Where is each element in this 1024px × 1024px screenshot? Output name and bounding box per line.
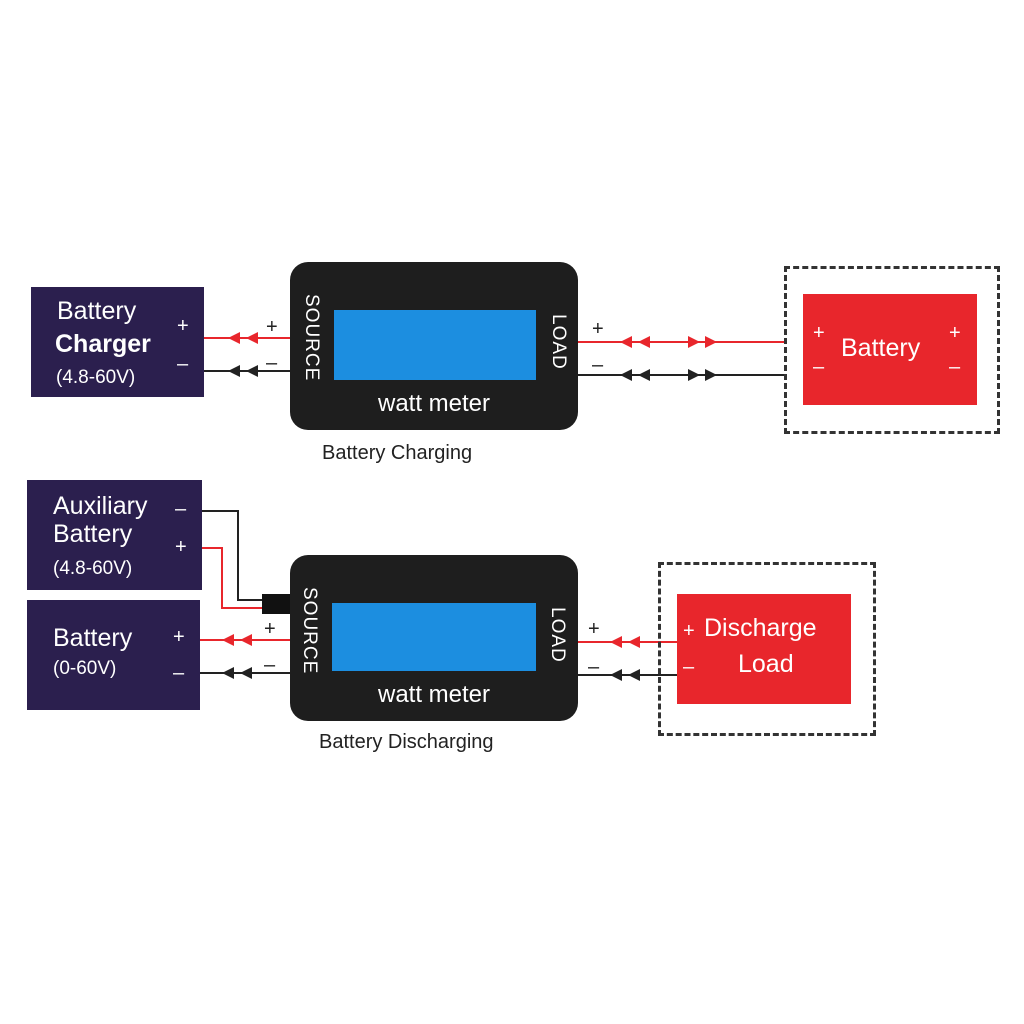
charging-meter-name: watt meter <box>377 390 491 417</box>
aux-plus-terminal: + <box>175 536 187 558</box>
battery-plus-right: + <box>949 322 961 344</box>
discharge-load-minus-terminal: – <box>683 656 695 678</box>
arrow <box>610 636 622 648</box>
charger-plus-terminal: + <box>177 315 189 337</box>
discharge-load-label-line1: Discharge <box>704 614 817 642</box>
discharge-load-box: Discharge Load + – <box>677 594 851 704</box>
discharging-output-minus-sign: – <box>588 656 600 678</box>
discharging-input-plus-sign: + <box>264 618 276 640</box>
charging-output-minus-sign: – <box>592 354 604 376</box>
charging-caption: Battery Charging <box>322 442 473 464</box>
aux-port <box>262 594 290 614</box>
discharging-caption: Battery Discharging <box>319 731 494 753</box>
charger-label-line1: Battery <box>57 297 137 325</box>
arrow <box>228 332 240 344</box>
charging-watt-meter: SOURCE LOAD watt meter <box>290 262 578 430</box>
aux-label-line2: Battery <box>53 520 133 548</box>
arrow <box>638 336 650 348</box>
arrow <box>620 369 632 381</box>
discharging-meter-load-label: LOAD <box>547 607 568 663</box>
arrow <box>228 365 240 377</box>
arrow <box>246 365 258 377</box>
charging-battery-dashed-outline <box>784 266 1000 434</box>
charging-input-minus-sign: – <box>266 352 278 374</box>
auxiliary-battery-box: Auxiliary Battery (4.8-60V) – + <box>27 480 202 590</box>
aux-positive-wire <box>202 547 262 609</box>
arrow <box>610 669 622 681</box>
discharge-load-dashed-outline <box>658 562 876 736</box>
charger-minus-terminal: – <box>177 353 189 375</box>
arrow <box>705 369 717 381</box>
aux-label-line1: Auxiliary <box>53 492 148 520</box>
charging-output-plus-sign: + <box>592 318 604 340</box>
battery-minus-right: – <box>949 356 961 378</box>
charger-label-line2: Charger <box>55 330 151 358</box>
charging-meter-load-label: LOAD <box>548 314 569 370</box>
arrow <box>620 336 632 348</box>
discharging-battery-box: Battery (0-60V) + – <box>27 600 200 710</box>
aux-minus-terminal: – <box>175 498 187 520</box>
discharging-meter-source-label: SOURCE <box>299 587 320 675</box>
battery-minus-left: – <box>813 356 825 378</box>
arrow <box>246 332 258 344</box>
discharging-battery-label: Battery <box>53 624 133 652</box>
arrow <box>628 669 640 681</box>
arrow <box>705 336 717 348</box>
charging-meter-display <box>334 310 536 380</box>
arrow <box>638 369 650 381</box>
arrow <box>240 634 252 646</box>
arrow <box>688 336 700 348</box>
discharging-output-plus-sign: + <box>588 618 600 640</box>
charging-battery-label: Battery <box>841 334 921 362</box>
arrow <box>222 634 234 646</box>
battery-plus-left: + <box>813 322 825 344</box>
arrow <box>688 369 700 381</box>
discharging-battery-voltage-range: (0-60V) <box>53 658 117 679</box>
charging-meter-source-label: SOURCE <box>301 294 322 382</box>
discharging-meter-name: watt meter <box>377 681 491 708</box>
discharging-battery-minus-terminal: – <box>173 662 185 684</box>
discharging-watt-meter: SOURCE LOAD watt meter <box>290 555 578 721</box>
aux-negative-wire <box>202 510 262 601</box>
charger-voltage-range: (4.8-60V) <box>56 367 136 388</box>
arrow <box>628 636 640 648</box>
charging-battery-box: Battery + – + – <box>803 294 977 405</box>
discharging-meter-display <box>332 603 536 671</box>
battery-charger-box: Battery Charger (4.8-60V) + – <box>31 287 204 397</box>
aux-voltage-range: (4.8-60V) <box>53 558 133 579</box>
arrow <box>222 667 234 679</box>
discharge-load-label-line2: Load <box>738 650 794 678</box>
charging-input-plus-sign: + <box>266 316 278 338</box>
discharge-load-plus-terminal: + <box>683 620 695 642</box>
discharging-battery-plus-terminal: + <box>173 626 185 648</box>
discharging-input-minus-sign: – <box>264 654 276 676</box>
arrow <box>240 667 252 679</box>
